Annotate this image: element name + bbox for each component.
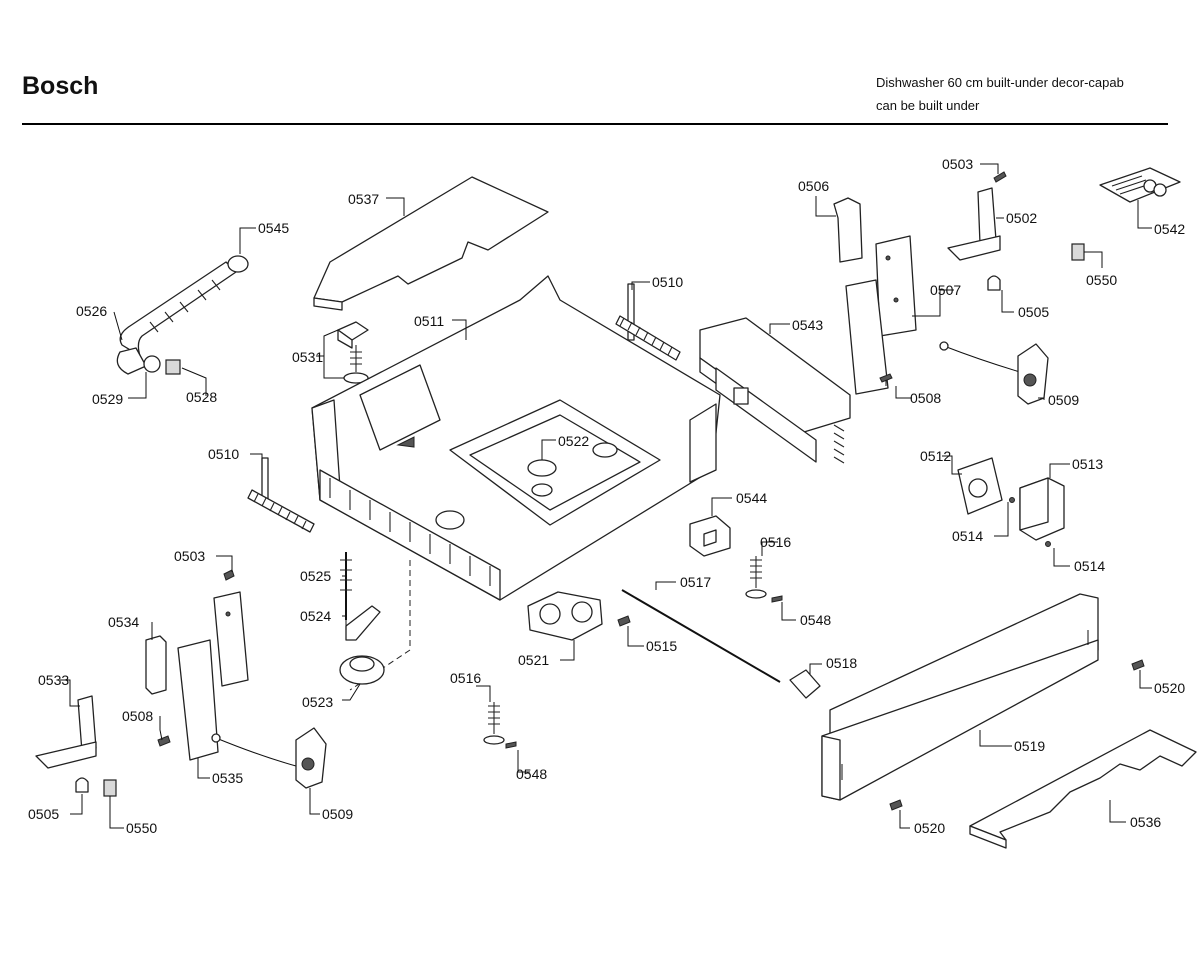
part-0508-upper-screw-drawing [879,373,893,386]
label-0531[interactable]: 0531 [292,349,323,365]
label-0509-lower[interactable]: 0509 [322,806,353,822]
part-0510-upper-drawing [615,283,681,361]
brand-title: Bosch [22,72,99,100]
label-0543[interactable]: 0543 [792,317,823,333]
part-0516-lower-drawing [483,702,505,745]
part-0521-drawing [527,591,603,641]
part-0509-upper-drawing [939,341,1049,405]
label-0529[interactable]: 0529 [92,391,123,407]
part-0526-drain-hose-drawing [116,255,249,375]
header-divider [22,123,1168,125]
label-0505-upper[interactable]: 0505 [1018,304,1049,320]
part-0537-drawing [313,176,549,311]
part-0517-drawing [621,589,781,683]
label-0505-lower[interactable]: 0505 [28,806,59,822]
label-0537[interactable]: 0537 [348,191,379,207]
part-0516-upper-drawing [745,556,767,599]
label-0503-lower[interactable]: 0503 [174,548,205,564]
leader-lines [60,163,1152,829]
part-0503-upper-screw-drawing [993,171,1007,183]
part-0536-drawing [969,729,1197,849]
label-0508-upper[interactable]: 0508 [910,390,941,406]
label-0513[interactable]: 0513 [1072,456,1103,472]
part-0524-drawing [345,605,381,641]
part-0542-drawing [1099,167,1181,203]
label-0516-lower[interactable]: 0516 [450,670,481,686]
part-0523-drawing [339,655,385,685]
label-0536[interactable]: 0536 [1130,814,1161,830]
label-0511[interactable]: 0511 [414,313,444,329]
part-0518-drawing [789,669,821,699]
label-0524[interactable]: 0524 [300,608,331,624]
label-0522[interactable]: 0522 [558,433,589,449]
part-0550-upper-drawing [1071,243,1085,261]
part-0512-0513-drawing [957,457,1065,547]
label-0520-bottom[interactable]: 0520 [914,820,945,836]
label-0550-lower[interactable]: 0550 [126,820,157,836]
label-0510-upper[interactable]: 0510 [652,274,683,290]
model-description-line2: can be built under [876,98,980,113]
part-0543-drawing [699,317,851,464]
label-0517[interactable]: 0517 [680,574,711,590]
part-0525-drawing [340,552,352,620]
label-0508-lower[interactable]: 0508 [122,708,153,724]
part-0544-drawing [689,515,731,557]
part-0550-lower-drawing [103,779,117,797]
part-0503-lower-screw-drawing [223,569,235,581]
part-0531-drawing [337,321,369,384]
part-0535-bracket-drawing [177,591,249,761]
label-0548-upper[interactable]: 0548 [800,612,831,628]
label-0542[interactable]: 0542 [1154,221,1185,237]
label-0544[interactable]: 0544 [736,490,767,506]
part-0507-drawing [845,235,917,395]
label-0526[interactable]: 0526 [76,303,107,319]
label-0515[interactable]: 0515 [646,638,677,654]
part-0534-drawing [145,635,167,695]
label-0528[interactable]: 0528 [186,389,217,405]
label-0514-right[interactable]: 0514 [1074,558,1105,574]
label-0535[interactable]: 0535 [212,770,243,786]
label-0516-upper[interactable]: 0516 [760,534,791,550]
label-0525[interactable]: 0525 [300,568,331,584]
part-0548-upper-drawing [771,595,783,603]
label-0514-left[interactable]: 0514 [952,528,983,544]
label-0550-upper[interactable]: 0550 [1086,272,1117,288]
label-0510-lower[interactable]: 0510 [208,446,239,462]
part-0519-drawing [821,593,1099,801]
label-0507[interactable]: 0507 [930,282,961,298]
part-0506-drawing [833,197,863,263]
label-0521[interactable]: 0521 [518,652,549,668]
part-0505-upper-clip-drawing [987,275,1001,291]
part-0511-base-drawing [311,275,721,691]
part-0515-drawing [617,615,631,627]
label-0512[interactable]: 0512 [920,448,951,464]
part-0548-lower-drawing [505,741,517,749]
model-description-line1: Dishwasher 60 cm built-under decor-capab [876,75,1124,90]
label-0520-right[interactable]: 0520 [1154,680,1185,696]
part-0508-lower-screw-drawing [157,735,171,747]
label-0509-upper[interactable]: 0509 [1048,392,1079,408]
part-0505-lower-clip-drawing [75,777,89,793]
part-labels: 0537 0545 0526 0529 0528 0531 0511 0510 … [28,156,1185,836]
label-0519[interactable]: 0519 [1014,738,1045,754]
label-0523[interactable]: 0523 [302,694,333,710]
label-0533[interactable]: 0533 [38,672,69,688]
label-0534[interactable]: 0534 [108,614,139,630]
label-0506[interactable]: 0506 [798,178,829,194]
part-0510-lower-drawing [247,457,315,533]
part-0533-drawing [35,695,97,769]
part-0520-screws-drawing [889,659,1145,811]
label-0545[interactable]: 0545 [258,220,289,236]
label-0518[interactable]: 0518 [826,655,857,671]
part-0502-drawing [947,187,1001,261]
part-0509-lower-drawing [211,727,327,789]
label-0502[interactable]: 0502 [1006,210,1037,226]
label-0503-upper[interactable]: 0503 [942,156,973,172]
label-0548-lower[interactable]: 0548 [516,766,547,782]
